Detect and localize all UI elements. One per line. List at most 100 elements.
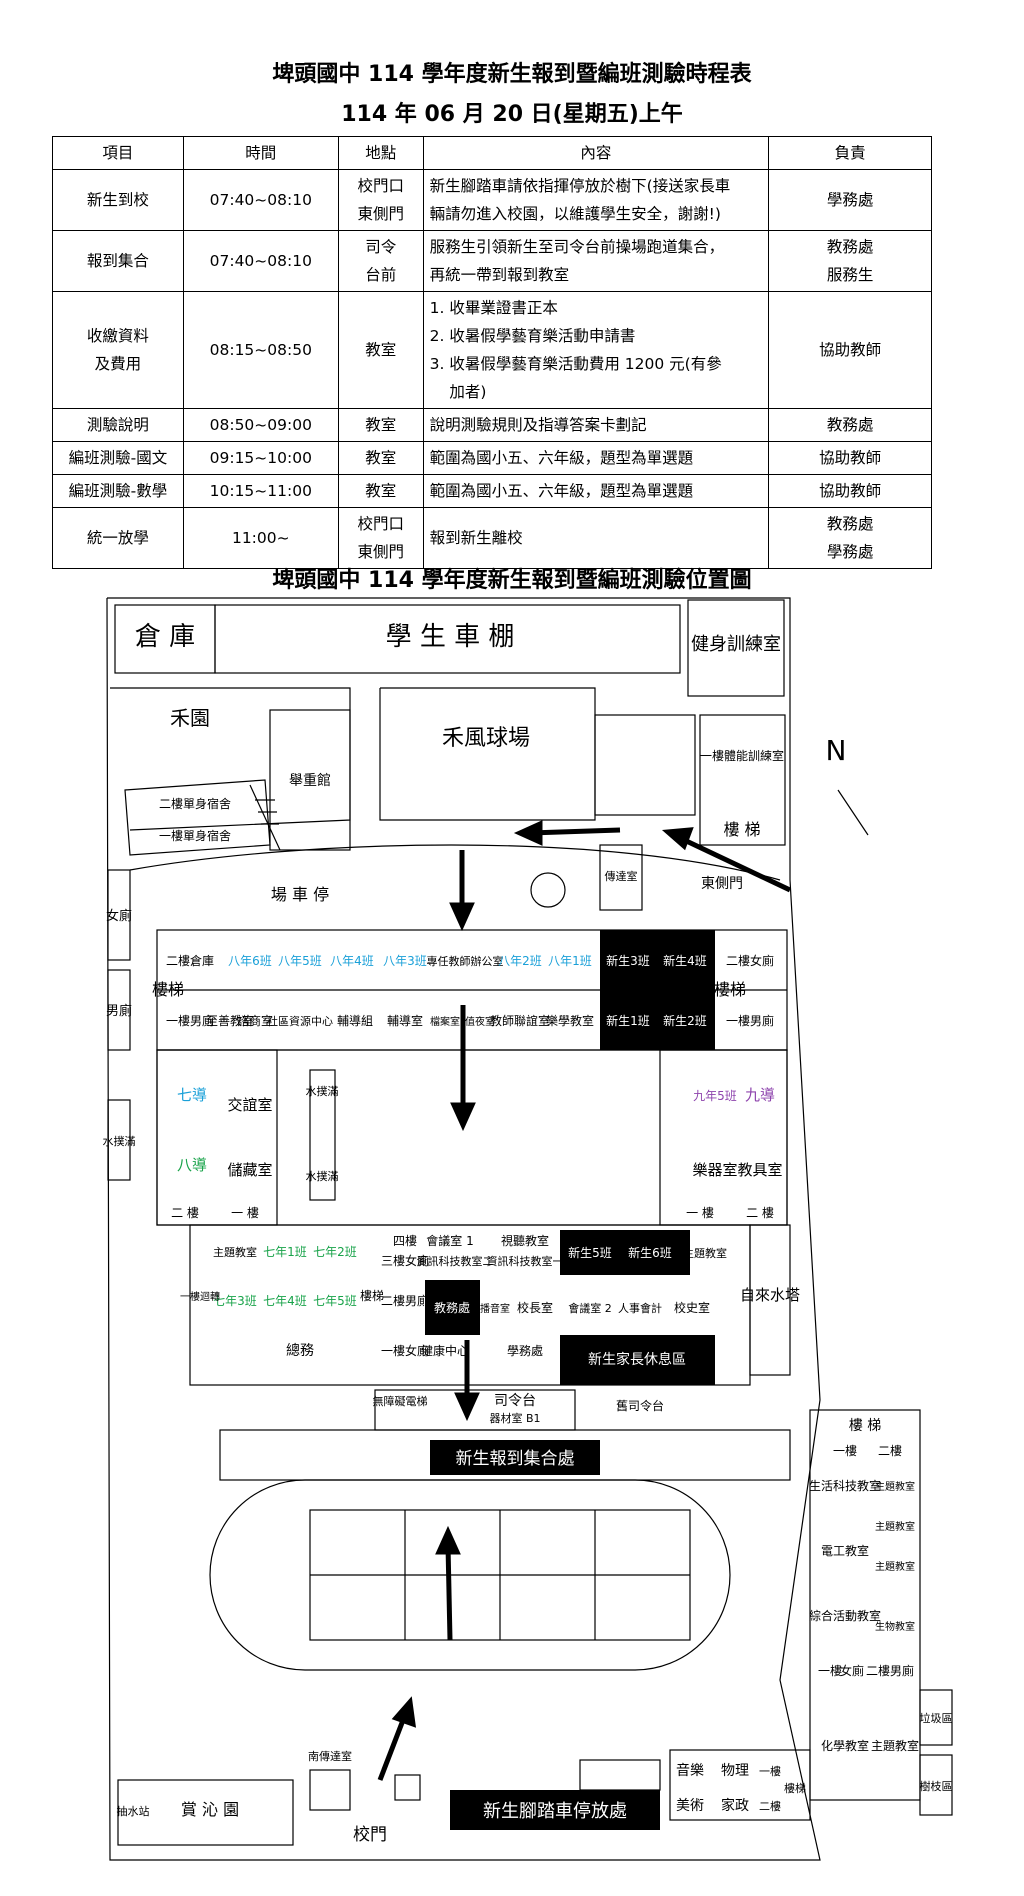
svg-text:一樓: 一樓: [759, 1764, 781, 1778]
equipment-label: 器材室 B1: [489, 1411, 540, 1425]
elevator-label: 無障礙電梯: [373, 1394, 428, 1408]
svg-text:八年4班: 八年4班: [330, 954, 374, 968]
svg-text:總務: 總務: [286, 1342, 314, 1359]
east-gate-label: 東側門: [701, 876, 743, 892]
roundabout: [530, 872, 566, 908]
shang-garden-label: 賞 沁 園: [181, 1800, 239, 1819]
svg-text:美術: 美術: [676, 1798, 704, 1814]
new-class-1-2: [600, 990, 715, 1050]
cell-place: 司令台前: [337, 230, 424, 292]
table-row: 報到集合 07:40~08:10 司令台前 服務生引領新生至司令台前操場跑道集合…: [52, 230, 932, 292]
svg-text:主題教室: 主題教室: [683, 1246, 727, 1260]
svg-text:教師聯誼室: 教師聯誼室: [490, 1013, 550, 1028]
table-row: 統一放學 11:00~ 校門口東側門 報到新生離校 教務處學務處: [52, 507, 932, 569]
table-row: 新生到校 07:40~08:10 校門口東側門 新生腳踏車請依指揮停放於樹下(接…: [52, 169, 932, 231]
cell-item: 編班測驗-國文: [52, 441, 184, 475]
assembly-point-box: [430, 1440, 600, 1475]
svg-text:輔導組: 輔導組: [337, 1014, 373, 1028]
svg-text:八年3班: 八年3班: [383, 954, 427, 968]
cell-item: 統一放學: [52, 507, 184, 569]
svg-text:樓梯: 樓梯: [360, 1288, 384, 1303]
svg-text:新生6班: 新生6班: [628, 1245, 672, 1260]
svg-text:會議室 2: 會議室 2: [568, 1301, 612, 1315]
tree-area-label: 樹枝區: [920, 1779, 953, 1793]
cell-responsible: 學務處: [768, 169, 932, 231]
svg-text:值夜室: 值夜室: [465, 1015, 495, 1028]
svg-text:樓梯: 樓梯: [714, 980, 746, 999]
schedule-date: 114 年 06 月 20 日(星期五)上午: [341, 102, 683, 127]
svg-text:視聽教室: 視聽教室: [501, 1233, 549, 1248]
svg-text:校長室: 校長室: [517, 1300, 553, 1315]
table-header-row: 項目 時間 地點 內容 負責: [52, 136, 932, 170]
cell-content: 報到新生離校: [422, 507, 770, 569]
campus-boundary: [106, 597, 821, 1861]
cell-place: 教室: [337, 291, 424, 409]
cell-time: 09:15~10:00: [182, 441, 339, 475]
dorm1-label: 一樓單身宿舍: [159, 828, 231, 843]
svg-text:一 樓: 一 樓: [231, 1205, 259, 1220]
new-class-5-6: [560, 1230, 690, 1275]
svg-text:八年2班: 八年2班: [498, 954, 542, 968]
svg-text:生物教室: 生物教室: [875, 1620, 915, 1633]
cell-time: 10:15~11:00: [182, 474, 339, 508]
svg-text:樂學教室: 樂學教室: [546, 1013, 594, 1028]
svg-text:新生3班: 新生3班: [606, 953, 650, 968]
svg-text:資訊科技教室一: 資訊科技教室一: [487, 1254, 564, 1268]
svg-text:樓梯: 樓梯: [152, 980, 184, 999]
svg-text:會議室 1: 會議室 1: [426, 1233, 473, 1248]
he-garden-label: 禾園: [170, 706, 210, 730]
cell-time: 07:40~08:10: [182, 230, 339, 292]
taekwondo-label: 舉重館: [289, 772, 331, 789]
cell-place: 教室: [337, 441, 424, 475]
assembly-label: 新生報到集合處: [456, 1449, 575, 1469]
svg-text:四樓: 四樓: [393, 1233, 417, 1248]
svg-text:二樓倉庫: 二樓倉庫: [166, 953, 214, 968]
svg-text:播音室: 播音室: [480, 1302, 510, 1315]
svg-text:二樓: 二樓: [759, 1799, 781, 1813]
svg-text:二樓: 二樓: [866, 1663, 890, 1678]
svg-text:七年1班: 七年1班: [263, 1245, 307, 1259]
svg-text:輔導室: 輔導室: [387, 1013, 423, 1028]
header-item: 項目: [52, 136, 184, 170]
campus-map: 倉 庫 學 生 車 棚 健身訓練室 禾園 舉重館 禾風球場 二樓單身宿舍 一樓單…: [0, 590, 1024, 1896]
svg-text:人事會計: 人事會計: [618, 1301, 662, 1315]
svg-text:一 樓: 一 樓: [686, 1205, 714, 1220]
table-row: 編班測驗-國文 09:15~10:00 教室 範圍為國小五、六年級，題型為單選題…: [52, 441, 932, 475]
running-track: [209, 1479, 731, 1671]
svg-text:電工教室: 電工教室: [821, 1543, 869, 1558]
map-title: 埤頭國中 114 學年度新生報到暨編班測驗位置圖: [272, 568, 752, 593]
cell-content: 服務生引領新生至司令台前操場跑道集合，再統一帶到報到教室: [422, 230, 770, 292]
svg-text:校史室: 校史室: [674, 1300, 710, 1315]
stairs-label: 樓 梯: [723, 820, 760, 839]
svg-text:男廁: 男廁: [890, 1663, 914, 1678]
school-gate-label: 校門: [353, 1825, 387, 1845]
svg-text:二樓男廁: 二樓男廁: [381, 1293, 429, 1308]
header-responsible: 負責: [768, 136, 932, 170]
cell-place: 校門口東側門: [337, 169, 424, 231]
svg-text:新生2班: 新生2班: [663, 1013, 707, 1028]
svg-text:新生5班: 新生5班: [568, 1245, 612, 1260]
cell-item: 測驗說明: [52, 408, 184, 442]
gym-box: [687, 599, 785, 697]
cell-item: 報到集合: [52, 230, 184, 292]
svg-text:一樓女廁: 一樓女廁: [381, 1343, 429, 1358]
svg-text:綜合活動教室: 綜合活動教室: [809, 1608, 881, 1623]
svg-text:社區資源中心: 社區資源中心: [267, 1014, 333, 1028]
svg-text:八導: 八導: [177, 1156, 207, 1174]
svg-text:主題教室: 主題教室: [875, 1480, 915, 1493]
svg-text:主題教室: 主題教室: [875, 1560, 915, 1573]
svg-text:物理: 物理: [721, 1763, 749, 1779]
svg-text:二 樓: 二 樓: [746, 1205, 774, 1220]
west-wing: [156, 1049, 278, 1226]
svg-text:水撲滿: 水撲滿: [306, 1084, 339, 1098]
gym-label: 健身訓練室: [691, 634, 781, 655]
cell-responsible: 教務處學務處: [768, 507, 932, 569]
svg-text:家政: 家政: [721, 1797, 749, 1814]
cell-time: 11:00~: [182, 507, 339, 569]
cell-item: 編班測驗-數學: [52, 474, 184, 508]
ball-court-label: 禾風球場: [442, 726, 530, 751]
svg-text:八年5班: 八年5班: [278, 954, 322, 968]
svg-text:主題教室: 主題教室: [871, 1738, 919, 1753]
cell-item: 收繳資料及費用: [52, 291, 184, 409]
svg-text:八年6班: 八年6班: [228, 954, 272, 968]
